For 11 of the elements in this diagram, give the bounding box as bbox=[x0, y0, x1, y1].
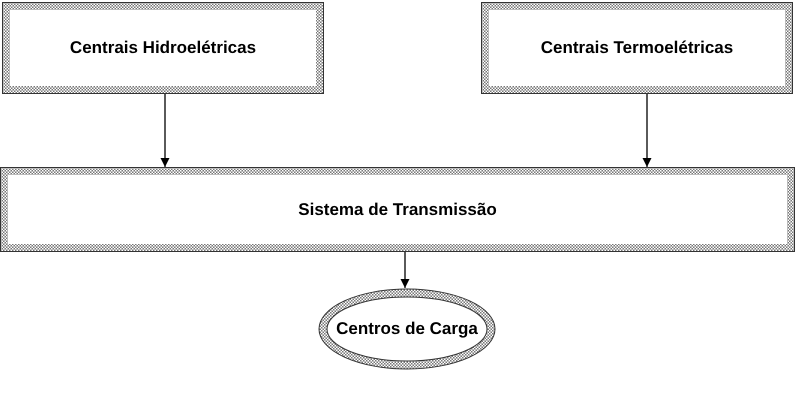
ellipse-node bbox=[318, 288, 496, 370]
node-label: Centrais Termoelétricas bbox=[540, 38, 734, 58]
process-box bbox=[2, 2, 324, 94]
arrow bbox=[160, 94, 170, 167]
node-label: Sistema de Transmissão bbox=[298, 200, 497, 220]
arrow bbox=[642, 94, 652, 167]
node-label: Centrais Hidroelétricas bbox=[70, 38, 256, 58]
arrow bbox=[400, 252, 410, 288]
node-label: Centros de Carga bbox=[336, 319, 478, 339]
process-box bbox=[481, 2, 793, 94]
process-box bbox=[0, 167, 795, 252]
